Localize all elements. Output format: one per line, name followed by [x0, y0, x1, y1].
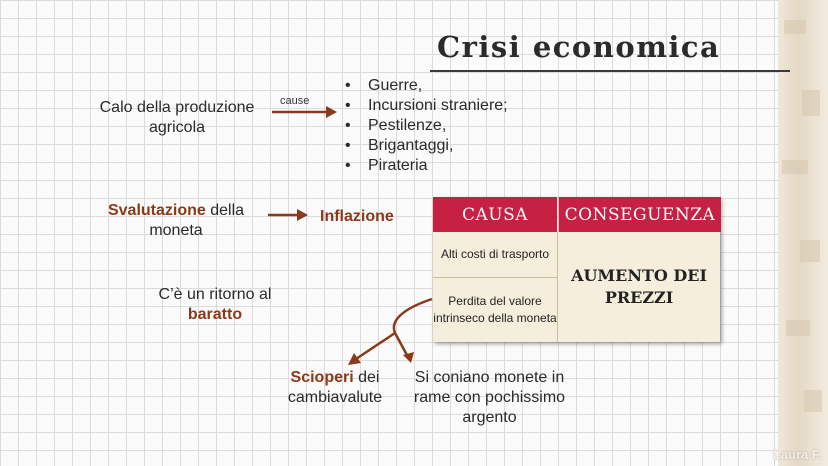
devaluation-rest: della moneta	[149, 202, 245, 239]
strikes-rest: dei cambiavalute	[287, 369, 383, 406]
barter-text: C’è un ritorno al baratto	[135, 285, 295, 325]
table-cell-cause-1: Alti costi di trasporto	[433, 232, 558, 278]
table-header-consequence: CONSEGUENZA	[558, 197, 721, 232]
branch-arrows	[348, 297, 433, 365]
list-item: Brigantaggi,	[345, 136, 508, 156]
inflation-arrow	[268, 209, 308, 221]
page-title: Crisi economica	[437, 30, 721, 64]
cause-consequence-table: CAUSA CONSEGUENZA Alti costi di trasport…	[433, 197, 721, 342]
list-item: Pirateria	[345, 156, 508, 176]
coins-text: Si coniano monete in rame con pochissimo…	[413, 369, 566, 426]
list-item: Guerre,	[345, 76, 508, 96]
strikes-keyword: Scioperi	[290, 369, 354, 386]
author-watermark: Laura F.	[772, 447, 822, 462]
cause-arrow-label: cause	[280, 95, 310, 107]
tower-decoration	[778, 0, 828, 466]
barter-keyword: baratto	[187, 306, 243, 323]
strikes-text: Scioperi dei cambiavalute	[272, 368, 398, 408]
list-item: Incursioni straniere;	[345, 96, 508, 116]
inflation-text: Inflazione	[320, 208, 394, 225]
devaluation-text: Svalutazione della moneta	[96, 201, 256, 241]
causes-list: Guerre, Incursioni straniere; Pestilenze…	[345, 76, 508, 176]
table-cell-consequence: AUMENTO DEI PREZZI	[558, 232, 720, 342]
agri-decline-text: Calo della produzione agricola	[99, 99, 255, 136]
barter-line: C’è un ritorno al	[158, 286, 272, 303]
table-cell-cause-2: Perdita del valore intrinseco della mone…	[433, 278, 558, 342]
title-underline	[430, 70, 790, 72]
cause-arrow	[272, 106, 337, 118]
list-item: Pestilenze,	[345, 116, 508, 136]
table-header-cause: CAUSA	[433, 197, 557, 232]
devaluation-keyword: Svalutazione	[107, 202, 206, 219]
